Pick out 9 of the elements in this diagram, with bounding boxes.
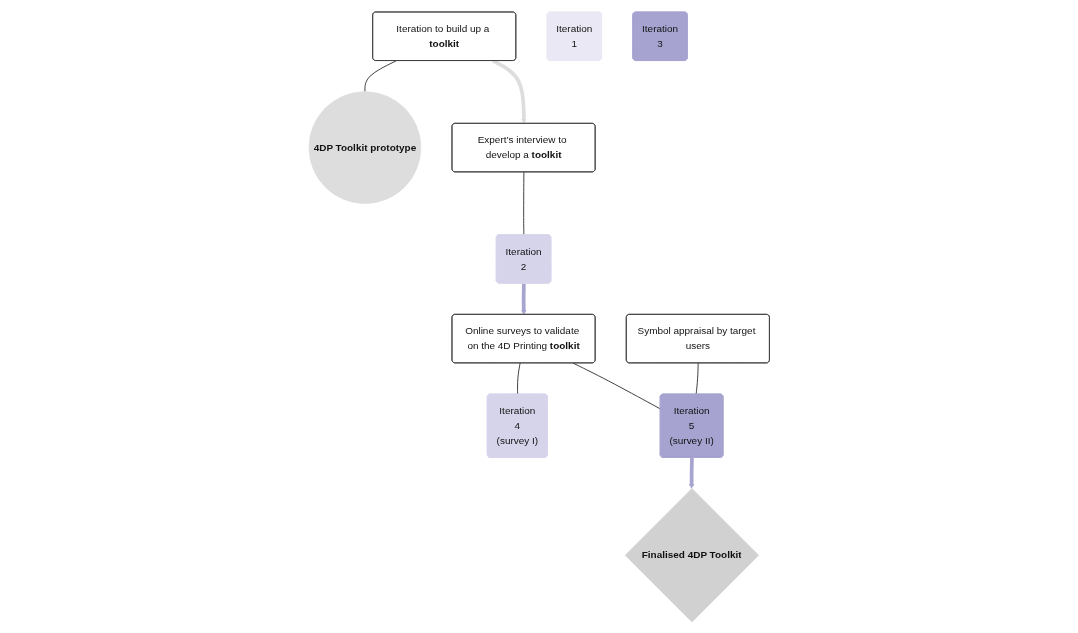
- connector: [523, 171, 525, 235]
- connector: [695, 362, 699, 395]
- arrow: [520, 283, 527, 315]
- node-diamond: Finalised 4DP Toolkit: [624, 487, 759, 622]
- connector: [572, 362, 661, 409]
- arrow: [688, 457, 695, 489]
- connector: [364, 59, 397, 92]
- node-circle: 4DP Toolkit prototype: [308, 90, 421, 204]
- connector: [516, 362, 521, 395]
